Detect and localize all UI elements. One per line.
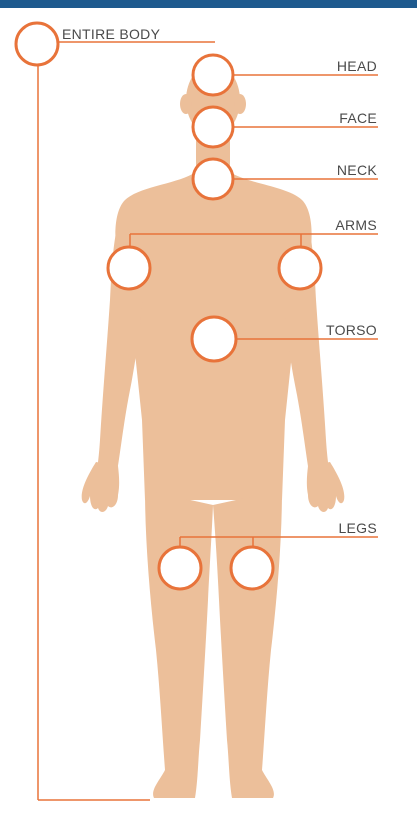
entire-body-label[interactable]: ENTIRE BODY	[62, 26, 160, 42]
entire-body-circle[interactable]	[16, 23, 58, 65]
face-circle[interactable]	[193, 107, 233, 147]
arms-label[interactable]: ARMS	[335, 217, 377, 233]
torso-circle[interactable]	[192, 317, 236, 361]
right-arm-circle[interactable]	[279, 247, 321, 289]
face-label[interactable]: FACE	[339, 110, 377, 126]
head-label[interactable]: HEAD	[337, 58, 377, 74]
torso-label[interactable]: TORSO	[326, 322, 377, 338]
left-leg-circle[interactable]	[159, 547, 201, 589]
neck-label[interactable]: NECK	[337, 162, 377, 178]
right-leg-circle[interactable]	[231, 547, 273, 589]
legs-label[interactable]: LEGS	[338, 520, 377, 536]
head-circle[interactable]	[193, 55, 233, 95]
neck-circle[interactable]	[193, 159, 233, 199]
left-arm-circle[interactable]	[108, 247, 150, 289]
